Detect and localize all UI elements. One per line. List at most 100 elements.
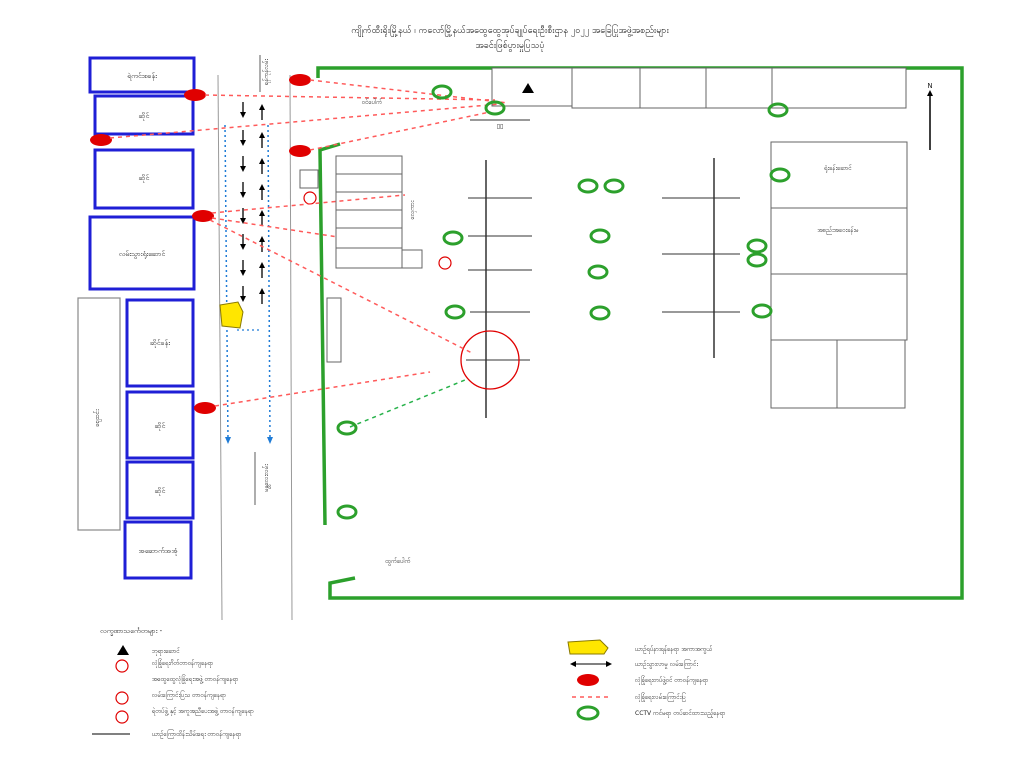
legend-yellow-vehicle-icon xyxy=(567,639,609,655)
legend-right-5-text: CCTV ကင်မရာ တပ်ဆင်ထားသည့်နေရာ xyxy=(635,709,726,718)
legend-left-1-text: ဘုရားဆောင် xyxy=(152,647,181,656)
right-room-office xyxy=(770,141,908,209)
legend-right-4-text: လုံခြုံရေးလမ်းကြောင်းပြ xyxy=(635,692,686,702)
cctv-icon xyxy=(769,167,791,183)
legend-left-4-text: လမ်းကြောင်းပြသ တာဝန်ကျနေရာ xyxy=(152,690,226,700)
legend-hazard-icon xyxy=(117,645,129,655)
cctv-icon xyxy=(746,252,768,268)
legend-right-1-text: ယာဉ်ရပ်နားရန်နေရာ အကာအကွယ် xyxy=(635,645,712,654)
cctv-icon xyxy=(587,264,609,280)
north-arrowhead-icon xyxy=(927,90,933,96)
left-block-1-label: ရဲကင်းစခန်း xyxy=(127,72,157,81)
right-room-meeting-label: အစည်းအဝေးခန်းမ xyxy=(817,226,858,235)
left-block-2-label: ဆိုင် xyxy=(139,112,150,121)
left-block-8 xyxy=(123,520,193,580)
cctv-icon xyxy=(444,304,466,320)
security-dot xyxy=(184,89,206,101)
diagram-title-line2: အခင်းဖြစ်ပွားမှုပြသပုံ xyxy=(475,39,544,52)
security-posts xyxy=(90,74,311,414)
right-rooms xyxy=(770,141,908,409)
compound-boundary xyxy=(316,66,964,600)
cctv-icon xyxy=(746,238,768,254)
top-rooms xyxy=(491,67,907,109)
up-arrow xyxy=(259,288,265,304)
up-arrow xyxy=(259,262,265,278)
down-arrow xyxy=(240,286,246,302)
cctv-icon xyxy=(751,303,773,319)
cctv-icon xyxy=(484,100,506,116)
security-dot xyxy=(192,210,214,222)
cctv-icon xyxy=(589,305,611,321)
road-edge-right xyxy=(289,74,293,621)
vertical-lines xyxy=(485,158,715,418)
down-arrow xyxy=(240,156,246,172)
left-outer-block-label: ဈေးဝင်း xyxy=(93,409,102,427)
left-block-8-label: အဆောက်အအုံ xyxy=(138,547,177,556)
left-block-3 xyxy=(93,148,195,210)
security-dot xyxy=(289,145,311,157)
staircase-block xyxy=(335,155,423,269)
legend-arrow-icon xyxy=(570,661,612,667)
vehicle-barrier-icon xyxy=(219,301,244,329)
red-circle-marker xyxy=(303,191,317,205)
left-blocks: ရဲကင်းစခန်း ဆိုင် ဆိုင် လမ်းသွားရုံးဆောင… xyxy=(88,56,196,580)
cctv-icon xyxy=(577,178,599,194)
down-arrow xyxy=(240,182,246,198)
legend-left: ဘုရားဆောင် လုံခြုံရေးဂိတ်တာဝန်ကျနေရာ အထွ… xyxy=(92,645,254,739)
left-block-1 xyxy=(88,56,196,94)
legend-left-5-text: ရဲတပ်ဖွဲ့ နှင့် အကူအညီပေးအဖွဲ့ တာဝန်ကျနေ… xyxy=(152,707,254,716)
gate-label-top: ဝင်ပေါက် xyxy=(362,98,382,106)
left-block-7-label: ဆိုင် xyxy=(155,487,166,496)
guard-box xyxy=(299,169,319,189)
cctv-icon xyxy=(431,84,453,100)
shrine-icon xyxy=(522,83,534,93)
left-outer-block xyxy=(77,297,121,531)
cctv-icon xyxy=(767,102,789,118)
legend-cctv-icon xyxy=(576,705,600,721)
cctv-icon xyxy=(589,228,611,244)
up-arrow xyxy=(259,210,265,226)
road-edge-left xyxy=(217,74,223,621)
left-block-4-label: လမ်းသွားရုံးဆောင် xyxy=(119,250,166,259)
cctv-icon xyxy=(336,420,358,436)
up-arrow xyxy=(259,184,265,200)
up-arrow xyxy=(259,104,265,120)
legend-right-3-text: လုံခြုံရေးတပ်ဖွဲ့ဝင် တာဝန်ကျနေရာ xyxy=(635,675,708,685)
security-dot xyxy=(90,134,112,146)
down-arrow xyxy=(240,102,246,118)
red-circle-marker xyxy=(438,256,452,270)
right-room-office-label: ရုံးခန်းဆောင် xyxy=(824,164,852,173)
left-block-5 xyxy=(125,298,195,388)
cctv-icon xyxy=(603,178,625,194)
legend-red-dot-icon xyxy=(577,674,599,686)
down-arrow xyxy=(240,130,246,146)
traffic-arrowhead-left xyxy=(225,437,231,444)
legend-red-circle-icon xyxy=(115,659,129,673)
left-block-2 xyxy=(93,94,195,136)
cctv-icon xyxy=(442,230,464,246)
down-arrow xyxy=(240,234,246,250)
traffic-arrowhead-right xyxy=(267,437,273,444)
diagram-title-line1: ကျိုက်ထီးရိုးမြို့နယ် ၊ ကလော်မြို့နယ်အထွ… xyxy=(351,24,669,37)
left-block-7 xyxy=(125,460,195,520)
north-label: N xyxy=(927,82,932,90)
up-arrow xyxy=(259,132,265,148)
cctv-cameras xyxy=(336,84,791,520)
traffic-path-right xyxy=(267,124,271,441)
legend-right: ယာဉ်ရပ်နားရန်နေရာ အကာအကွယ် ယာဉ်သွားလာမှု… xyxy=(567,639,726,721)
equipment-ticks xyxy=(466,197,740,361)
left-block-4 xyxy=(88,215,196,291)
compound-border-west xyxy=(318,142,341,526)
legend-red-circle-icon xyxy=(115,691,129,705)
down-arrow xyxy=(240,260,246,276)
traffic-direction-arrows xyxy=(240,102,265,304)
security-dot xyxy=(194,402,216,414)
security-dot xyxy=(289,74,311,86)
incident-circle-marker xyxy=(460,330,520,390)
right-room-meeting xyxy=(770,207,908,275)
right-room-5 xyxy=(836,339,906,409)
down-arrow xyxy=(240,208,246,224)
legend-heading: လက္ခဏာသင်္ကေတများ - xyxy=(100,627,163,636)
traffic-path-left xyxy=(224,124,229,441)
